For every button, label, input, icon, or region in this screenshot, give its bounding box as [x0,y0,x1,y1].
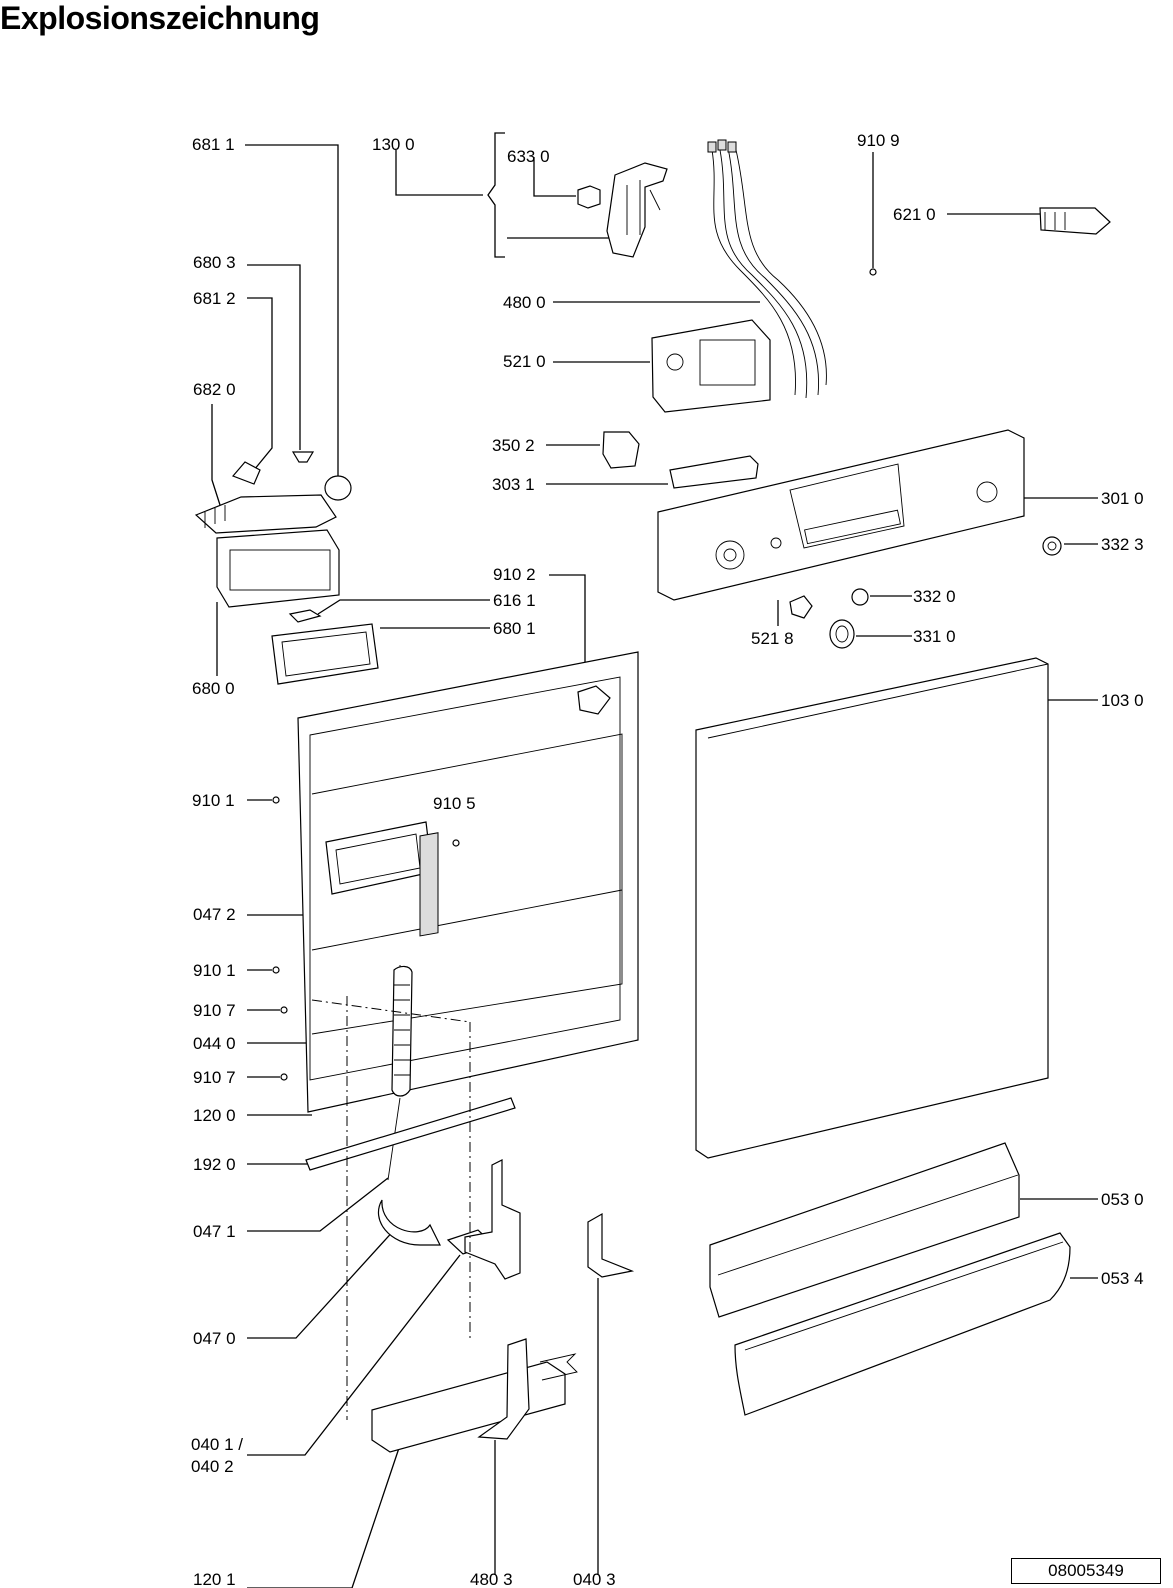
label-633-0: 633 0 [507,147,550,166]
label-303-1: 303 1 [492,475,535,494]
label-301-0: 301 0 [1101,489,1144,508]
label-130-0: 130 0 [372,135,415,154]
label-053-4: 053 4 [1101,1269,1144,1288]
label-521-0: 521 0 [503,352,546,371]
label-680-3: 680 3 [193,253,236,272]
label-331-0: 331 0 [913,627,956,646]
leader-lines [211,132,1098,1588]
label-910-9: 910 9 [857,131,900,150]
label-120-1: 120 1 [193,1570,236,1588]
label-910-7-lower: 910 7 [193,1068,236,1087]
label-680-0: 680 0 [192,679,235,698]
label-332-3: 332 3 [1101,535,1144,554]
label-480-0: 480 0 [503,293,546,312]
label-120-0: 120 0 [193,1106,236,1125]
part-labels: 681 1 130 0 633 0 910 9 621 0 680 3 681 … [191,131,1144,1588]
label-103-0: 103 0 [1101,691,1144,710]
label-047-2: 047 2 [193,905,236,924]
parts-drawing [194,139,1111,1453]
document-number: 08005349 [1011,1558,1161,1584]
label-350-2: 350 2 [492,436,535,455]
label-681-2: 681 2 [193,289,236,308]
label-682-0: 682 0 [193,380,236,399]
label-040-2: 040 2 [191,1457,234,1476]
label-332-0: 332 0 [913,587,956,606]
label-521-8: 521 8 [751,629,794,648]
label-910-1-upper: 910 1 [192,791,235,810]
label-047-1: 047 1 [193,1222,236,1241]
label-910-7-upper: 910 7 [193,1001,236,1020]
label-910-1-lower: 910 1 [193,961,236,980]
label-040-1: 040 1 / [191,1435,243,1454]
label-040-3: 040 3 [573,1570,616,1588]
label-192-0: 192 0 [193,1155,236,1174]
label-681-1: 681 1 [192,135,235,154]
label-621-0: 621 0 [893,205,936,224]
label-910-5: 910 5 [433,794,476,813]
label-053-0: 053 0 [1101,1190,1144,1209]
label-910-2: 910 2 [493,565,536,584]
label-480-3: 480 3 [470,1570,513,1588]
page-title: Explosionszeichnung [0,0,320,36]
label-044-0: 044 0 [193,1034,236,1053]
label-047-0: 047 0 [193,1329,236,1348]
label-680-1: 680 1 [493,619,536,638]
label-616-1: 616 1 [493,591,536,610]
